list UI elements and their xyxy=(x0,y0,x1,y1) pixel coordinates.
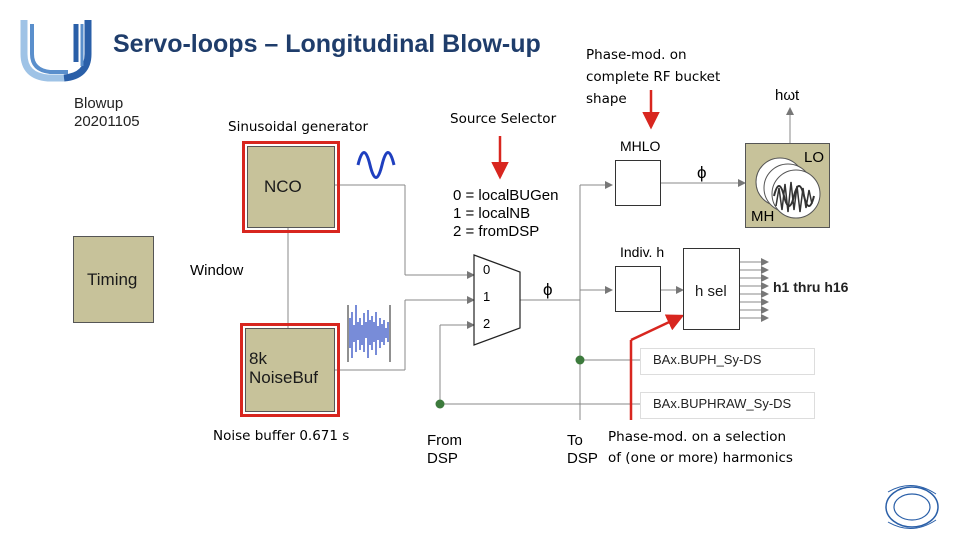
annotation-line: Phase-mod. on xyxy=(586,47,687,63)
mhlo-label: MHLO xyxy=(620,138,661,154)
nco-block: NCO xyxy=(242,141,340,233)
to-dsp-line: To xyxy=(567,432,583,449)
pv-buph: BAx.BUPH_Sy-DS xyxy=(640,348,815,375)
annotation-phase-mod-harmonics: Phase-mod. on a selection of (one or mor… xyxy=(608,427,793,469)
arrow-harmonics-tip xyxy=(630,314,685,342)
h-sel-label: h sel xyxy=(695,283,727,300)
annotation-line: Phase-mod. on a selection xyxy=(608,429,787,445)
subtitle-line-1: Blowup xyxy=(74,95,124,112)
to-dsp-line: DSP xyxy=(567,450,598,467)
slide-title: Servo-loops – Longitudinal Blow-up xyxy=(113,30,541,58)
noisebuf-line: NoiseBuf xyxy=(249,368,318,387)
logo xyxy=(18,18,94,82)
timing-label: Timing xyxy=(87,270,138,289)
to-dsp-label: To DSP xyxy=(567,432,598,468)
mux-input-1: 1 xyxy=(483,289,491,304)
harmonic-waves-icon xyxy=(755,157,821,219)
nco-label: NCO xyxy=(264,177,302,196)
h1-thru-h16-label: h1 thru h16 xyxy=(773,279,849,295)
cern-logo-icon xyxy=(885,485,939,529)
annotation-source-selector: Source Selector xyxy=(450,111,557,127)
harmonic-outputs xyxy=(740,258,769,322)
from-dsp-line: DSP xyxy=(427,450,458,467)
noisebuf-line: 8k xyxy=(249,349,267,368)
noise-icon xyxy=(349,305,389,358)
timing-block: Timing xyxy=(73,236,154,323)
mh-label: MH xyxy=(751,208,775,225)
source-option: 0 = localBUGen xyxy=(453,187,559,204)
noisebuf-label: 8k NoiseBuf xyxy=(249,349,318,387)
lo-label: LO xyxy=(804,149,825,166)
junction-dot xyxy=(575,355,585,365)
indiv-h-switch-box xyxy=(615,266,661,312)
cern-logo xyxy=(882,482,942,532)
annotation-noise-buffer: Noise buffer 0.671 s xyxy=(213,428,350,444)
noisebuf-block: 8k NoiseBuf xyxy=(240,323,340,417)
indiv-h-label: Indiv. h xyxy=(620,244,665,260)
annotation-sinusoidal-generator: Sinusoidal generator xyxy=(228,119,369,135)
logo-icon xyxy=(20,20,92,82)
mux-shape xyxy=(473,254,521,346)
h-sel-block: h sel xyxy=(683,248,740,330)
h-omega-t-label: hωt xyxy=(775,87,800,104)
mux-input-2: 2 xyxy=(483,316,491,331)
subtitle-line-2: 20201105 xyxy=(74,113,140,130)
window-label: Window xyxy=(190,262,244,279)
subtitle: Blowup 20201105 xyxy=(74,95,140,131)
from-dsp-label: From DSP xyxy=(427,432,462,468)
from-dsp-line: From xyxy=(427,432,462,449)
annotation-line: complete RF bucket xyxy=(586,69,721,85)
sine-wave-icon xyxy=(356,151,396,179)
junction-dot xyxy=(435,399,445,409)
annotation-line: shape xyxy=(586,91,627,107)
source-option: 2 = fromDSP xyxy=(453,223,540,240)
pv-buphraw: BAx.BUPHRAW_Sy-DS xyxy=(640,392,815,419)
lo-mh-block: LO MH xyxy=(745,143,830,228)
annotation-phase-mod-rf-bucket: Phase-mod. on complete RF bucket shape xyxy=(586,44,720,110)
mhlo-switch-box xyxy=(615,160,661,206)
source-options: 0 = localBUGen 1 = localNB 2 = fromDSP xyxy=(453,187,558,241)
phi-label-top: ϕ xyxy=(697,163,707,182)
mux-input-0: 0 xyxy=(483,262,491,277)
phi-label-mux: ϕ xyxy=(543,280,553,299)
annotation-line: of (one or more) harmonics xyxy=(608,450,793,466)
source-option: 1 = localNB xyxy=(453,205,531,222)
